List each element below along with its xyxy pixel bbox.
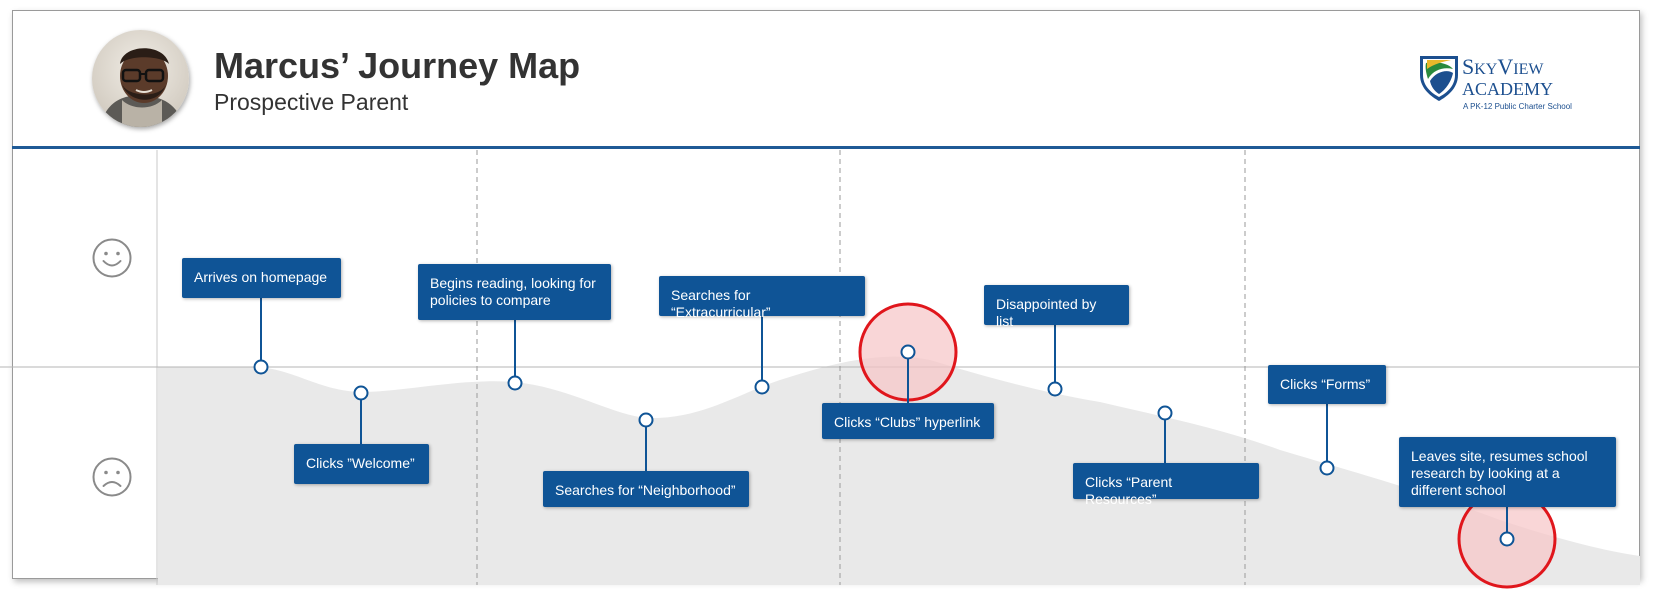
step-marker xyxy=(754,379,770,395)
step-marker xyxy=(353,385,369,401)
step-marker xyxy=(253,359,269,375)
step-marker xyxy=(1157,405,1173,421)
page-subtitle: Prospective Parent xyxy=(214,89,409,115)
step-card: Clicks “Forms” xyxy=(1268,365,1386,404)
step-marker xyxy=(1319,460,1335,476)
step-card: Disappointed by list xyxy=(984,285,1129,329)
step-marker xyxy=(1499,531,1515,547)
step-marker xyxy=(1047,381,1063,397)
smiley-face-icon xyxy=(92,238,132,278)
step-card: Clicks “Clubs” hyperlink xyxy=(822,403,994,439)
step-card: Leaves site, resumes school research by … xyxy=(1399,437,1616,507)
page-title: Marcus’ Journey Map xyxy=(214,45,581,86)
step-marker xyxy=(507,375,523,391)
avatar xyxy=(92,30,189,127)
logo-tagline: A PK-12 Public Charter School xyxy=(1463,102,1572,111)
step-marker xyxy=(638,412,654,428)
step-card: Searches for “Extracurricular” xyxy=(659,276,865,320)
logo-name: SKYVIEW ACADEMY xyxy=(1462,54,1554,99)
step-card: Arrives on homepage xyxy=(182,258,341,298)
header-divider xyxy=(12,146,1640,149)
step-card: Begins reading, looking for policies to … xyxy=(418,264,611,320)
emotion-curve-area xyxy=(158,356,1640,585)
person-photo-icon xyxy=(92,30,189,127)
step-marker xyxy=(900,344,916,360)
step-card: Clicks “Parent Resources” xyxy=(1073,463,1259,507)
step-card: Searches for “Neighborhood” xyxy=(543,471,749,507)
school-logo: SKYVIEW ACADEMY A PK-12 Public Charter S… xyxy=(1418,53,1572,113)
sad-face-icon xyxy=(92,457,132,497)
step-card: Clicks ”Welcome” xyxy=(294,444,429,484)
shield-logo-icon xyxy=(1420,56,1458,101)
